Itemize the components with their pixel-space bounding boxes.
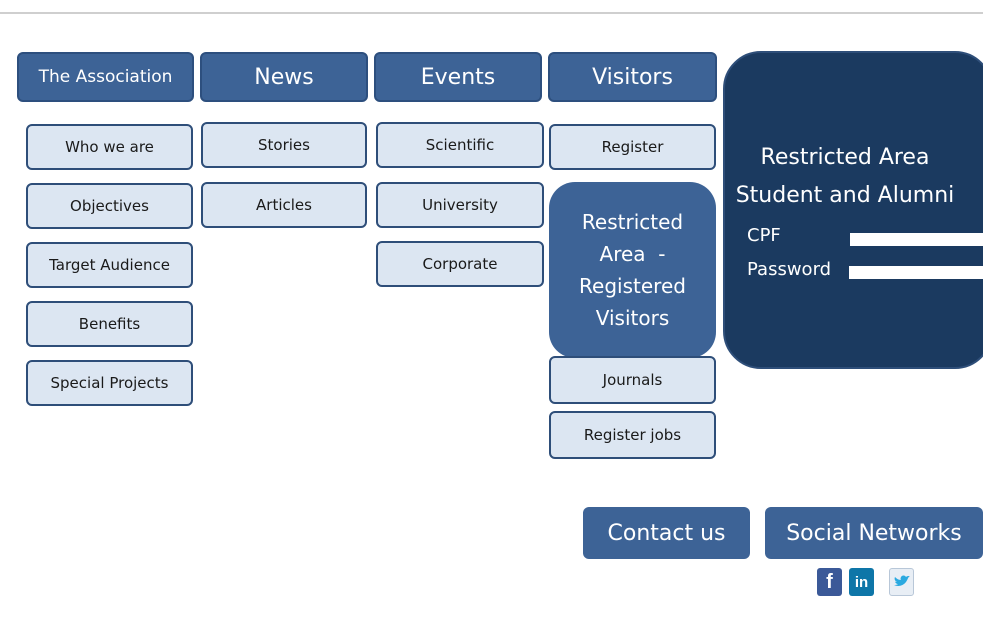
nav-the-association-label: The Association [38,67,173,87]
nav-news[interactable]: News [200,52,368,102]
menu-item-label: Register [601,138,664,156]
menu-item-stories[interactable]: Stories [201,122,367,168]
menu-item-special-projects[interactable]: Special Projects [26,360,193,406]
restricted-visitors-line: Registered [579,274,686,298]
restricted-visitors-line: Visitors [595,306,670,330]
nav-news-label: News [254,64,314,90]
menu-item-label: Corporate [422,255,498,273]
contact-us-button[interactable]: Contact us [583,507,750,559]
menu-item-articles[interactable]: Articles [201,182,367,228]
menu-item-label: Register jobs [583,426,682,444]
menu-item-benefits[interactable]: Benefits [26,301,193,347]
cpf-input[interactable] [850,233,983,246]
restricted-visitors-line: Restricted [581,210,684,234]
login-panel-title-line2: Student and Alumni [735,183,955,208]
nav-visitors[interactable]: Visitors [548,52,717,102]
social-networks-label: Social Networks [786,520,962,546]
twitter-icon[interactable] [889,568,914,596]
nav-the-association[interactable]: The Association [17,52,194,102]
menu-item-label: Target Audience [49,256,170,274]
menu-item-register-jobs[interactable]: Register jobs [549,411,716,459]
nav-events-label: Events [420,64,496,90]
menu-item-label: Objectives [70,197,149,215]
menu-item-corporate[interactable]: Corporate [376,241,544,287]
menu-item-label: Stories [258,136,310,154]
menu-item-target-audience[interactable]: Target Audience [26,242,193,288]
menu-item-label: Articles [256,196,312,214]
linkedin-icon[interactable]: in [849,568,874,596]
student-alumni-login-panel: Restricted Area Student and Alumni CPF P… [723,51,983,369]
menu-item-journals[interactable]: Journals [549,356,716,404]
social-networks-button[interactable]: Social Networks [765,507,983,559]
menu-item-objectives[interactable]: Objectives [26,183,193,229]
menu-item-university[interactable]: University [376,182,544,228]
restricted-visitors-line: Area - [599,242,666,266]
password-input[interactable] [849,266,983,279]
password-label: Password [747,259,832,280]
menu-item-label: Who we are [65,138,154,156]
facebook-icon[interactable]: f [817,568,842,596]
login-panel-title-line1: Restricted Area [760,145,930,170]
menu-item-who-we-are[interactable]: Who we are [26,124,193,170]
menu-item-label: Benefits [78,315,141,333]
menu-item-scientific[interactable]: Scientific [376,122,544,168]
nav-visitors-label: Visitors [592,64,673,90]
top-divider [0,12,983,14]
menu-item-label: Special Projects [50,374,169,392]
menu-item-label: Scientific [425,136,495,154]
cpf-label: CPF [747,225,781,246]
restricted-area-registered-visitors-button[interactable]: Restricted Area - Registered Visitors [549,182,716,358]
contact-us-label: Contact us [607,520,726,546]
menu-item-label: Journals [602,371,663,389]
nav-events[interactable]: Events [374,52,542,102]
menu-item-register[interactable]: Register [549,124,716,170]
twitter-bird-glyph [893,575,910,586]
menu-item-label: University [422,196,498,214]
